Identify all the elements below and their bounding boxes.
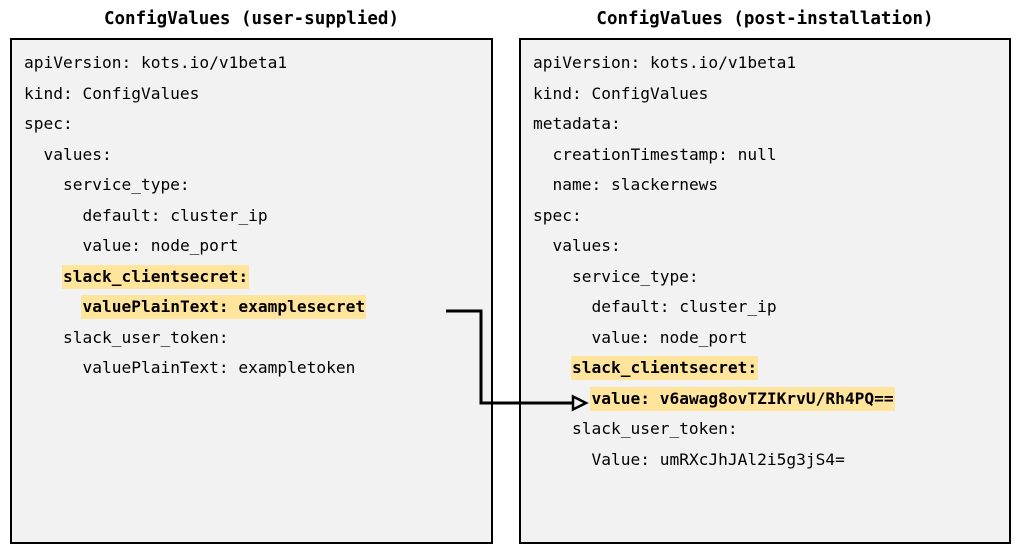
code-indent (23, 358, 81, 377)
right-code-line-text: value: v6awag8ovTZIKrvU/Rh4PQ== (590, 386, 895, 411)
left-code-line-text: kind: ConfigValues (24, 83, 200, 103)
left-code-line-text: slack_user_token: (62, 327, 229, 347)
code-indent (23, 297, 81, 316)
code-indent (23, 206, 81, 225)
code-indent (23, 236, 81, 255)
left-code-line: spec: (23, 109, 491, 140)
code-indent (23, 267, 62, 286)
code-indent (532, 328, 590, 347)
right-code-line-text: default: cluster_ip (591, 297, 777, 316)
left-code-line: default: cluster_ip (23, 201, 491, 232)
right-code-line: name: slackernews (532, 170, 1009, 201)
code-indent (532, 297, 590, 316)
right-code-line: value: node_port (532, 323, 1009, 354)
code-indent (532, 175, 552, 194)
right-code-line: apiVersion: kots.io/v1beta1 (532, 48, 1009, 79)
left-code-line-text: values: (43, 144, 112, 164)
code-indent (532, 267, 571, 286)
right-code-line: service_type: (532, 262, 1009, 293)
left-configvalues-box: apiVersion: kots.io/v1beta1 kind: ConfigV… (10, 38, 493, 544)
right-code-line: default: cluster_ip (532, 292, 1009, 323)
right-code-line-text: apiVersion: kots.io/v1beta1 (533, 53, 797, 72)
code-indent (532, 236, 552, 255)
right-code-line-text: service_type: (571, 266, 699, 286)
right-code-line: creationTimestamp: null (532, 140, 1009, 171)
right-code-line: slack_clientsecret: (532, 353, 1009, 384)
left-code-line: service_type: (23, 170, 491, 201)
code-indent (23, 328, 62, 347)
left-yaml-code: apiVersion: kots.io/v1beta1 kind: ConfigV… (23, 48, 491, 384)
right-code-line: kind: ConfigValues (532, 79, 1009, 110)
right-code-line: Value: umRXcJhJAl2i5g3jS4= (532, 445, 1009, 476)
right-code-line-text: kind: ConfigValues (533, 83, 709, 103)
left-code-line-text: apiVersion: kots.io/v1beta1 (24, 53, 288, 72)
code-indent (532, 358, 571, 377)
right-code-line: value: v6awag8ovTZIKrvU/Rh4PQ== (532, 384, 1009, 415)
right-code-line-text: value: node_port (591, 327, 748, 347)
left-code-line: kind: ConfigValues (23, 79, 491, 110)
left-code-line-text: valuePlainText: exampletoken (82, 358, 356, 377)
right-configvalues-box: apiVersion: kots.io/v1beta1 kind: ConfigV… (519, 38, 1011, 544)
left-code-line: apiVersion: kots.io/v1beta1 (23, 48, 491, 79)
left-code-line-text: valuePlainText: examplesecret (81, 295, 367, 319)
left-code-line-text: value: node_port (82, 236, 239, 255)
code-indent (23, 175, 62, 194)
right-code-line-text: Value: umRXcJhJAl2i5g3jS4= (591, 449, 845, 469)
left-code-line-text: service_type: (62, 175, 190, 194)
right-yaml-code: apiVersion: kots.io/v1beta1 kind: ConfigV… (532, 48, 1009, 475)
left-code-line-text: default: cluster_ip (82, 205, 268, 225)
right-code-line-text: spec: (533, 205, 582, 225)
left-code-line: slack_user_token: (23, 323, 491, 354)
right-code-line: slack_user_token: (532, 414, 1009, 445)
code-indent (532, 145, 552, 164)
right-code-line-text: name: slackernews (552, 175, 719, 194)
right-code-line-text: values: (552, 236, 621, 255)
right-code-line-text: metadata: (533, 114, 621, 133)
code-indent (532, 450, 590, 469)
right-code-line: values: (532, 231, 1009, 262)
right-code-line-text: slack_clientsecret: (570, 356, 759, 380)
left-code-line: slack_clientsecret: (23, 262, 491, 293)
left-code-line: valuePlainText: exampletoken (23, 353, 491, 384)
right-code-line-text: slack_user_token: (571, 419, 738, 438)
left-code-line-text: slack_clientsecret: (61, 264, 250, 289)
code-indent (532, 389, 590, 408)
code-indent (23, 145, 43, 164)
code-indent (532, 419, 571, 438)
left-code-line: value: node_port (23, 231, 491, 262)
right-code-line-text: creationTimestamp: null (552, 144, 777, 164)
right-code-line: spec: (532, 201, 1009, 232)
left-code-line: valuePlainText: examplesecret (23, 292, 491, 323)
right-code-line: metadata: (532, 109, 1009, 140)
left-code-line: values: (23, 140, 491, 171)
left-code-line-text: spec: (24, 114, 73, 133)
right-panel-title: ConfigValues (post-installation) (596, 9, 934, 29)
left-panel-title: ConfigValues (user-supplied) (103, 9, 399, 29)
